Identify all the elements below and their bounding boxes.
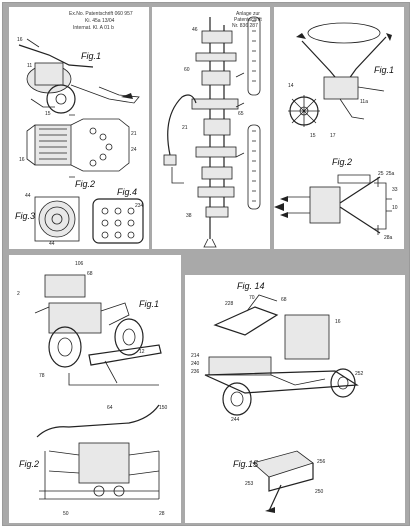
ref-number: 21 (182, 125, 188, 131)
tiller-drawing (18, 38, 144, 244)
garden-tractor-drawing (204, 294, 359, 513)
panel-tiller-patent: Ex.No. Patentschrift 060 957 Ki. 45a 13/… (9, 7, 149, 249)
fig1-label: Fig.1 (81, 51, 102, 61)
appendix-line: Nr. 836 287 (232, 23, 258, 29)
ref-number: 44 (25, 193, 31, 199)
fig14-label: Fig. 14 (237, 281, 265, 291)
ref-number: 68 (87, 271, 93, 277)
ref-number: 64 (107, 405, 113, 411)
fig1-label: Fig.1 (139, 299, 160, 309)
ref-number: 236 (191, 369, 200, 375)
ref-number: 11a (360, 99, 368, 105)
fig2-label: Fig.2 (19, 459, 40, 469)
patent-class: Ki. 45a 13/04 (85, 18, 115, 24)
ref-number: 28 (159, 511, 165, 517)
ref-number: 10 (392, 205, 398, 211)
cultivator-drawing (274, 22, 392, 235)
fig2-label: Fig.2 (332, 157, 353, 167)
ref-number: 16 (335, 319, 341, 325)
ref-number: 214 (191, 353, 200, 359)
ref-number: 33 (392, 187, 398, 193)
ref-number: 16 (19, 157, 25, 163)
ref-number: 11 (27, 63, 33, 69)
ref-number: 15 (45, 111, 51, 117)
ref-number: 250 (315, 489, 324, 495)
ref-number: 150 (159, 405, 168, 411)
ref-number: 25 (378, 171, 384, 177)
tractor-mower-drawing (34, 274, 162, 500)
fig2-label: Fig.2 (75, 179, 96, 189)
ref-number: 68 (281, 297, 287, 303)
ref-number: 256 (317, 459, 326, 465)
patent-intl-class: Internat. Kl. A 01 b (73, 25, 114, 31)
ref-number: 28a (384, 235, 393, 241)
fig15-label: Fig.15 (233, 459, 259, 469)
ref-number: 253 (245, 481, 254, 487)
ref-number: 234 (135, 203, 144, 209)
fig4-label: Fig.4 (117, 187, 138, 197)
ref-number: 106 (75, 261, 84, 267)
appendix-line: Anlage zur (236, 11, 260, 17)
ref-number: 46 (192, 27, 198, 33)
transmission-drawing (163, 16, 261, 248)
ref-number: 65 (238, 111, 244, 117)
panel-garden-tractor-patent: Fig. 14 Fig.15 228 70 68 16 214 240 236 … (185, 275, 405, 523)
ref-number: 228 (225, 301, 234, 307)
patent-number: Ex.No. Patentschrift 060 957 (69, 11, 133, 17)
ref-number: 12 (139, 349, 145, 355)
ref-number: 24 (131, 147, 137, 153)
panel-tractor-mower-patent: Fig.1 Fig.2 106 68 2 78 12 64 150 50 28 (9, 255, 181, 523)
ref-number: 14 (288, 83, 294, 89)
ref-number: 21 (131, 131, 137, 137)
ref-number: 70 (249, 295, 255, 301)
ref-number: 2 (17, 291, 20, 297)
ref-number: 16 (17, 37, 23, 43)
panel-cultivator-patent: Fig.1 Fig.2 14 15 17 11a 25 25a 33 10 28… (274, 7, 404, 249)
ref-number: 60 (184, 67, 190, 73)
appendix-line: Patentschrift (234, 17, 262, 23)
fig1-label: Fig.1 (374, 65, 395, 75)
ref-number: 25a (386, 171, 395, 177)
fig3-label: Fig.3 (15, 211, 36, 221)
ref-number: 44 (49, 241, 55, 247)
panel-transmission-patent: Anlage zur Patentschrift Nr. 836 287 46 … (152, 7, 270, 249)
ref-number: 252 (355, 371, 364, 377)
ref-number: 17 (330, 133, 336, 139)
ref-number: 38 (186, 213, 192, 219)
ref-number: 50 (63, 511, 69, 517)
ref-number: 240 (191, 361, 200, 367)
ref-number: 78 (39, 373, 45, 379)
ref-number: 244 (231, 417, 240, 423)
ref-number: 15 (310, 133, 316, 139)
